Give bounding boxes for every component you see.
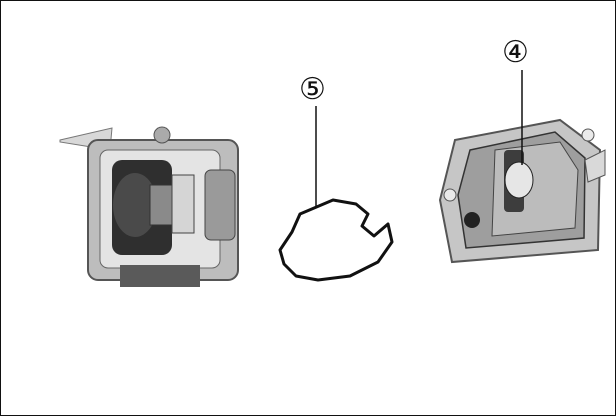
carburetor-body-image [60, 127, 238, 287]
float-bowl-gasket-image [280, 200, 392, 280]
